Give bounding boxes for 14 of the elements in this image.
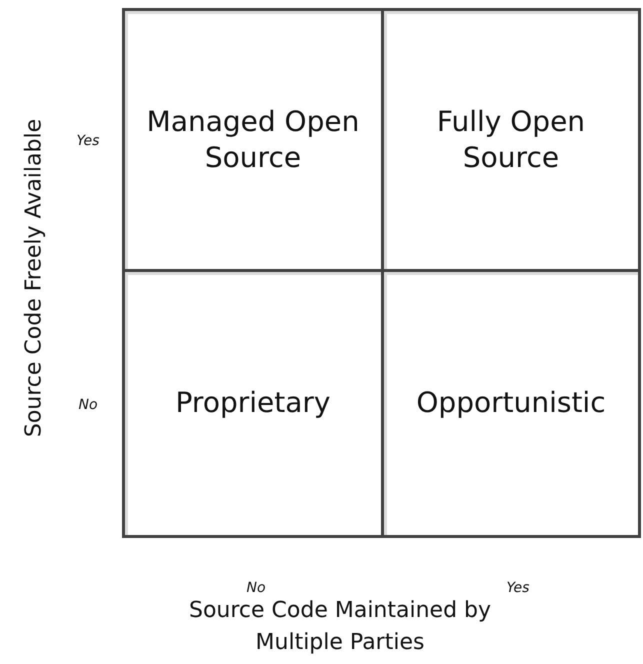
axis-tick-label: No — [246, 580, 266, 596]
quadrant-label: Proprietary — [174, 385, 332, 422]
axis-tick-label: Yes — [506, 580, 530, 596]
quadrant-box — [381, 269, 641, 538]
quadrant-label: Opportunistic — [415, 385, 607, 422]
axis-title: Source Code Freely Available — [22, 118, 46, 438]
quadrant-label: Managed Open Source — [146, 104, 360, 176]
quadrant-label: Fully Open Source — [436, 104, 586, 176]
axis-tick-label: Yes — [76, 133, 100, 149]
quadrant-box — [122, 269, 384, 538]
quadrant-box — [122, 8, 384, 272]
quadrant-box — [381, 8, 641, 272]
axis-tick-label: No — [78, 397, 98, 413]
axis-title: Source Code Maintained by Multiple Parties — [188, 597, 492, 657]
